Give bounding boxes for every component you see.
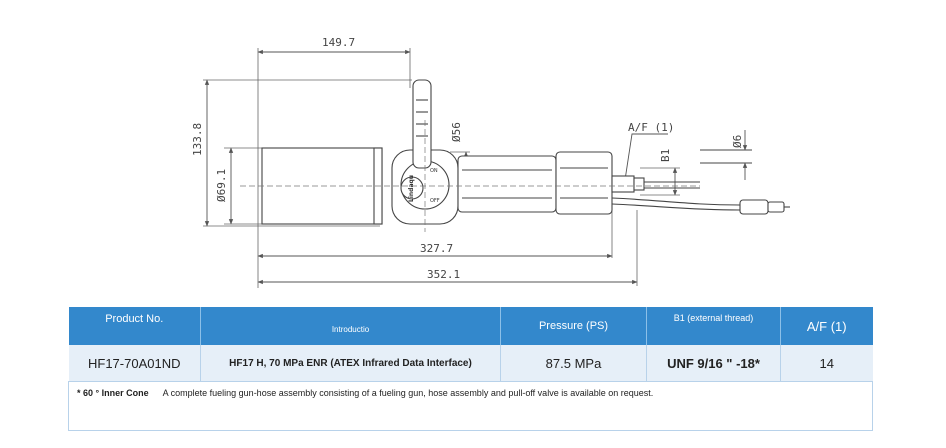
dim-hose-diameter: Ø6 <box>731 135 744 148</box>
note-marker: * 60 ° Inner Cone <box>77 388 149 398</box>
header-pressure: Pressure (PS) <box>500 307 647 345</box>
dim-thread: B1 <box>659 149 672 162</box>
spec-table: Product No. Introductio Pressure (PS) B1… <box>68 307 873 431</box>
dim-top-length: 149.7 <box>322 36 355 49</box>
cell-pressure: 87.5 MPa <box>500 345 647 382</box>
dim-overall-length: 352.1 <box>427 268 460 281</box>
dim-across-flats: A/F (1) <box>628 121 674 134</box>
cell-product-no: HF17-70A01ND <box>68 345 201 382</box>
header-introduction: Introductio <box>200 307 501 345</box>
marking-on: ON <box>430 168 438 174</box>
dim-body-diameter: Ø69.1 <box>215 169 228 202</box>
cell-across-flats: 14 <box>780 345 873 382</box>
note-cell: * 60 ° Inner Cone A complete fueling gun-… <box>68 381 873 431</box>
centerlines <box>240 120 700 232</box>
dim-total-height: 133.8 <box>191 123 204 156</box>
note-text: A complete fueling gun-hose assembly con… <box>162 388 654 398</box>
header-product-no: Product No. <box>68 307 201 345</box>
cell-introduction: HF17 H, 70 MPa ENR (ATEX Infrared Data I… <box>200 345 501 382</box>
brand-mark: Lindaqu <box>408 175 415 202</box>
dim-inner-length: 327.7 <box>420 242 453 255</box>
note-row: * 60 ° Inner Cone A complete fueling gun-… <box>68 381 873 431</box>
table-header-row: Product No. Introductio Pressure (PS) B1… <box>68 307 873 345</box>
cell-b1-thread: UNF 9/16 " -18* <box>646 345 781 382</box>
gun-outline <box>261 79 790 225</box>
technical-drawing: 149.7 133.8 Ø69.1 Ø56 A/F (1) B1 Ø6 327.… <box>191 36 790 288</box>
header-across-flats: A/F (1) <box>780 307 873 345</box>
table-row: HF17-70A01ND HF17 H, 70 MPa ENR (ATEX In… <box>68 345 873 382</box>
marking-off: OFF <box>430 198 440 204</box>
header-b1-thread: B1 (external thread) <box>646 307 781 345</box>
dim-nozzle-diameter: Ø56 <box>450 122 463 142</box>
